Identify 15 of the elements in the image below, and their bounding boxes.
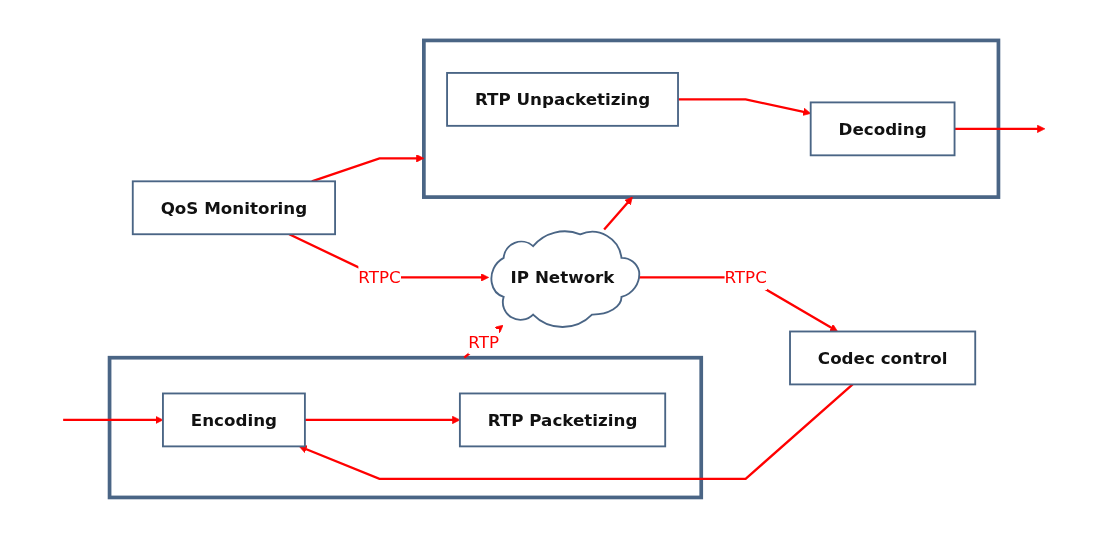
node-box: Decoding	[809, 101, 956, 157]
edge-label: RTPC	[358, 267, 401, 288]
edge-label: RTP	[468, 331, 500, 352]
edge-label: RTPC	[724, 267, 767, 288]
arrow	[311, 154, 425, 183]
node-box: QoS Monitoring	[131, 180, 336, 236]
arrow	[298, 383, 854, 481]
arrow	[603, 196, 633, 231]
cluster	[107, 355, 704, 500]
cluster	[422, 38, 1001, 200]
node-box: RTP Unpacketizing	[446, 72, 679, 127]
node-box: Codec control	[789, 330, 977, 386]
arrow	[954, 124, 1046, 133]
node-box: Encoding	[162, 392, 306, 448]
node-box: RTP Packetizing	[458, 392, 667, 448]
